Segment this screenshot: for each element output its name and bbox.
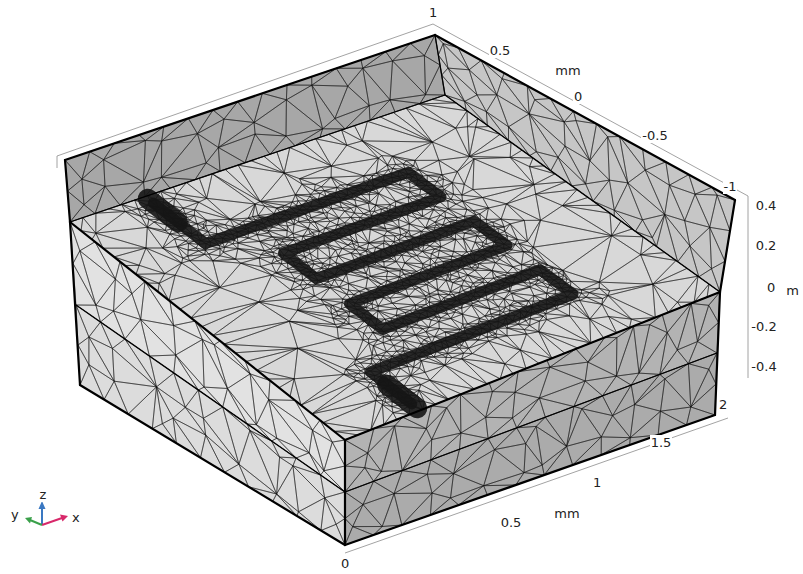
axis-tick-label: 0: [340, 556, 350, 571]
y-arrow: [30, 520, 42, 525]
x-arrow: [42, 518, 62, 525]
axis-tick-label: 2: [718, 397, 728, 412]
layer-edge: [435, 35, 445, 95]
x-arrowhead: [60, 515, 68, 522]
contact-pad: [387, 385, 417, 409]
mesh-triangles: [65, 35, 445, 222]
box-edges: [65, 35, 735, 545]
box-edge: [70, 222, 80, 385]
axis-tick-label: -0.4: [750, 359, 777, 374]
contact-pad: [148, 199, 178, 223]
layer-edge: [445, 95, 720, 292]
axis-tick-label: 1.5: [650, 435, 673, 450]
axis-unit-label: mm: [554, 63, 581, 78]
mesh-triangles: [345, 353, 717, 545]
mesh-lines: [65, 35, 735, 545]
axis-triad-label: z: [39, 487, 48, 502]
layer-edge: [345, 353, 717, 492]
box-edge: [720, 200, 735, 292]
axis-triad: [25, 501, 68, 525]
axis-tick-label: -1: [723, 179, 738, 194]
axis-tick-label: 0.5: [500, 515, 523, 530]
layer-edge: [70, 95, 445, 222]
z-arrowhead: [39, 501, 46, 509]
axis-tick-label: 0.4: [755, 198, 778, 213]
axis-tick-label: 0: [766, 280, 776, 295]
axis-grid: [57, 24, 748, 553]
box-edge: [345, 292, 720, 440]
box-edge: [344, 440, 346, 545]
axis-tick-label: 0.2: [755, 238, 778, 253]
axis-triad-label: x: [71, 510, 81, 525]
serpentine-heater: [148, 173, 573, 409]
box-edge: [65, 160, 70, 222]
axis-tick-label: 1: [592, 475, 602, 490]
box-edge: [65, 35, 435, 160]
axis-tick-label: -0.2: [750, 319, 777, 334]
heater-trace: [153, 173, 573, 404]
front-face: [345, 353, 717, 545]
axis-tick-label: -0.5: [641, 128, 668, 143]
box-edge: [345, 415, 715, 545]
axis-line: [748, 196, 749, 378]
axis-tick-label: 1: [428, 5, 438, 20]
axis-unit-label: m: [785, 283, 800, 298]
mesh-faces: [65, 35, 735, 545]
axis-tick-label: 0: [573, 89, 583, 104]
layer-edge: [76, 305, 345, 492]
y-arrowhead: [25, 517, 32, 524]
axis-tick-label: 0.5: [489, 43, 512, 58]
mesh-triangles: [76, 305, 345, 545]
axis-unit-label: mm: [553, 506, 580, 521]
z-arrow: [41, 507, 43, 525]
axis-line: [57, 156, 58, 168]
axis-triad-label: y: [10, 507, 20, 522]
box-edge: [70, 222, 345, 440]
box-edge: [435, 35, 735, 200]
